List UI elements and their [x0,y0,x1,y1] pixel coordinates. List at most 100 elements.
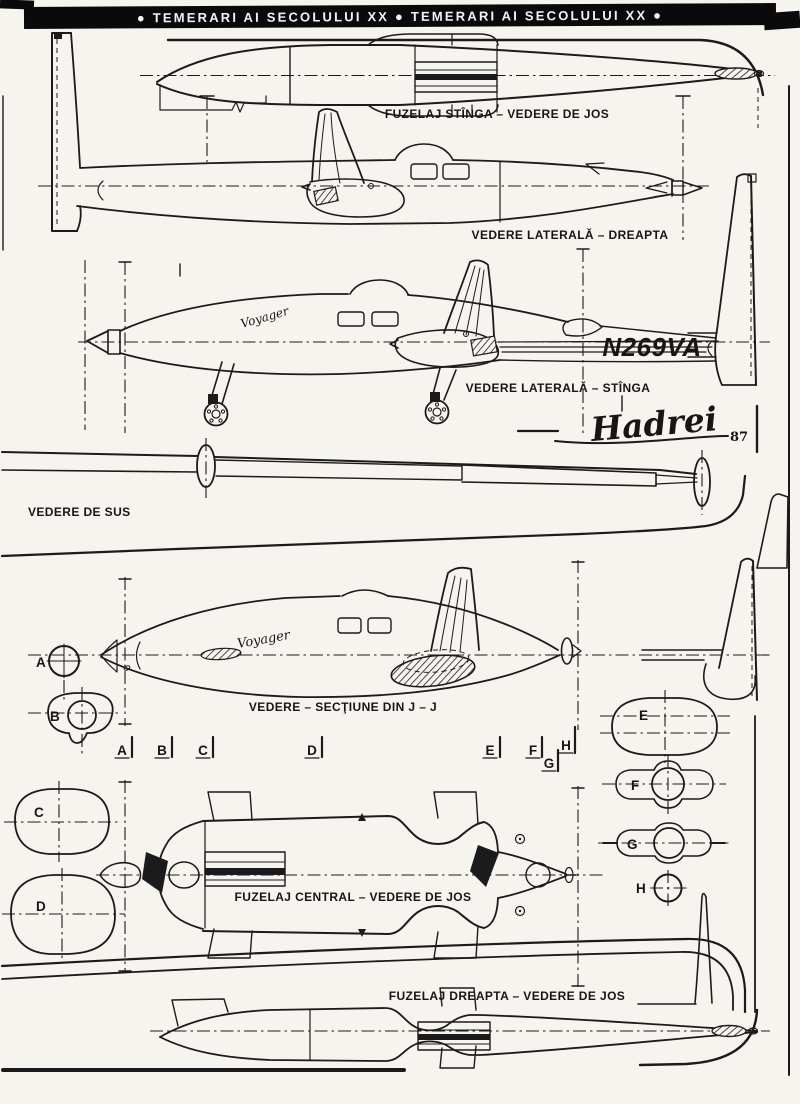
tail-spinner [711,1024,759,1038]
section-label: F [631,778,639,793]
boom-outline-top [156,44,762,83]
view-left-fuselage-bottom: FUZELAJ STÎNGA – VEDERE DE JOS [140,33,775,240]
cross-section-b: B [28,687,122,757]
station-ticks [130,725,577,773]
front-landing-gear [203,361,235,427]
view-top: VEDERE DE SUS [0,438,789,569]
wing-edge-inner [1,951,734,1011]
pod-outline [157,815,499,935]
canopy [349,279,409,295]
wing-inner-line [1,469,198,473]
tick [118,248,590,277]
wing-tip-lines [655,474,698,485]
boom-outline-top [159,1007,758,1038]
section-label: D [36,899,46,914]
boom-outline-bottom [156,73,762,106]
wing-edge-outer [0,937,747,1014]
tail-spinner [714,67,765,80]
view-label-right-fuselage: FUZELAJ DREAPTA – VEDERE DE JOS [389,989,625,1003]
station-b: B [157,743,167,758]
vertical-fin [430,566,480,653]
cabin-window [410,163,438,180]
cabin-window [367,617,392,634]
station-g: G [544,756,555,771]
section-label: H [636,881,646,896]
cross-sections-left: B C D [2,687,125,962]
view-side-left: Voyager N269VA [78,173,770,454]
cross-section-h: H [636,870,687,906]
wing-spar-section [390,654,476,688]
station-f: F [529,743,537,758]
wing-root-section [562,318,603,337]
fuselage-bottom [100,654,561,698]
station-e: E [485,743,494,758]
wing-leading-edge [1,451,697,475]
vertical-fin [311,108,365,184]
section-label: A [36,655,46,670]
tail-spinner [560,637,582,665]
fuselage-bottom [76,193,674,225]
registration-number: N269VA [602,332,701,362]
fin-base-pod [389,329,500,368]
boom-outline-bottom [159,1031,758,1062]
view-label-section-jj: VEDERE – SECŢIUNE DIN J – J [249,700,437,714]
wing-panel [215,459,463,481]
station-c: C [198,743,208,758]
winglet-sliver [756,493,789,569]
station-a: A [117,743,127,758]
cross-section-d: D [2,868,125,962]
view-label-top: VEDERE DE SUS [28,505,131,519]
station-h: H [561,738,571,753]
fin-base-pod [301,178,405,218]
canard-spar-section [200,647,242,661]
fuselage-top-aft [407,294,569,323]
engine-panel [414,61,498,93]
left-winglet [51,32,104,232]
view-side-right: VEDERE LATERALĂ – DREAPTA [38,32,712,242]
section-label: C [34,805,44,820]
canopy [341,589,389,597]
section-marker-a: A [36,643,82,700]
cabin-window [371,311,399,327]
sheet-frame [1,38,790,1076]
cross-sections-right: E F G H [598,690,756,1013]
fuselage-bottom [119,352,501,376]
view-right-fuselage-bottom: FUZELAJ DREAPTA – VEDERE DE JOS [0,937,770,1069]
access-panel [204,851,286,887]
fuselage-top [79,159,396,169]
view-label-side-left: VEDERE LATERALĂ – STÎNGA [466,380,651,395]
voyager-script: Voyager [239,304,291,331]
wing-stubs [439,987,477,1069]
cabin-window [337,617,362,634]
front-propeller [99,852,200,893]
nose-propeller [645,179,703,197]
tick [118,561,585,725]
fastener-marks [514,833,526,917]
voyager-script: Voyager [236,628,292,652]
gear-stub [171,998,229,1027]
view-label-side-right: VEDERE LATERALĂ – DREAPTA [472,227,669,242]
rear-propeller [470,845,577,899]
canopy [394,143,454,161]
right-winglet-section [641,557,758,701]
engine-panel [417,1021,491,1051]
station-d: D [307,743,317,758]
fuselage-top-aft [387,595,559,651]
section-label: G [627,837,638,852]
prop-disc-dashed [402,649,470,673]
tick [118,781,585,987]
artist-signature: Hadrei 87 [516,395,759,454]
fuselage-top [100,595,341,656]
section-label: E [639,708,648,723]
view-section-jj: A Voyager [28,557,772,730]
cross-section-c: C [4,781,120,862]
view-label-left-fuselage: FUZELAJ STÎNGA – VEDERE DE JOS [385,106,609,121]
nose-propeller [86,329,121,355]
section-label: B [50,709,60,724]
station-markers-row: A B C D E F G H [114,725,577,773]
cabin-window [337,311,365,327]
fuselage-top [119,293,349,332]
wing-root-line [585,162,605,175]
signature-year: 87 [730,430,748,445]
